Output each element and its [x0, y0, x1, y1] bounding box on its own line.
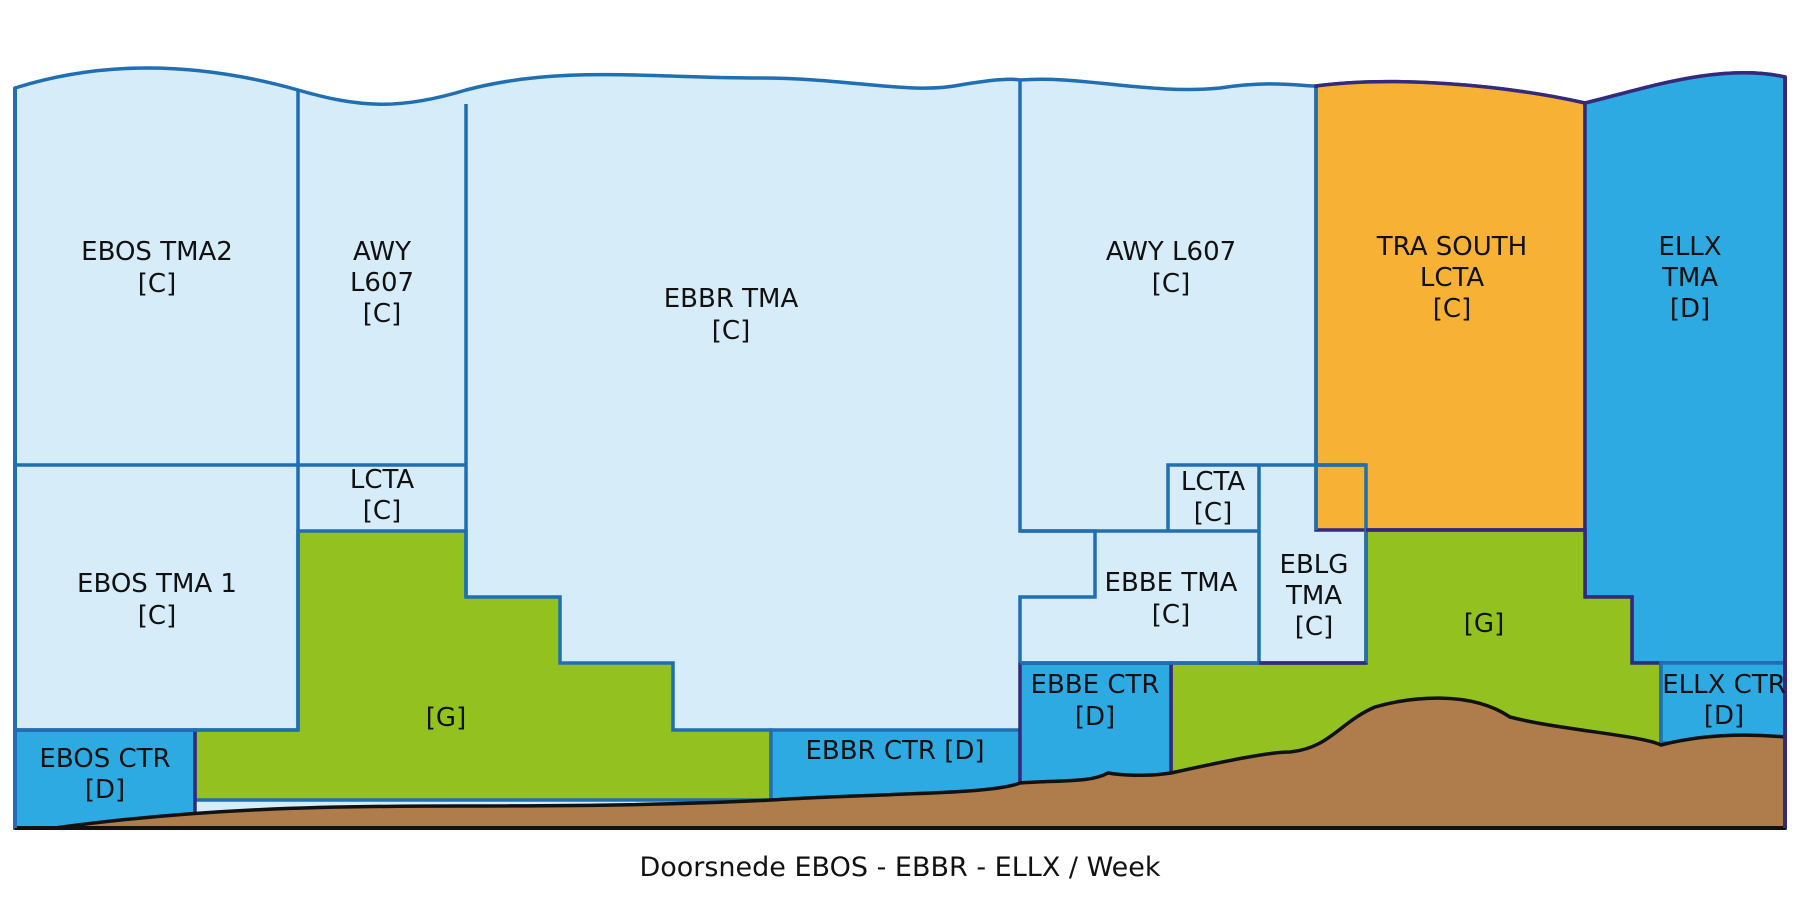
ellx-tma-zone — [1585, 73, 1785, 663]
tra-south-name2: LCTA — [1420, 263, 1485, 293]
ebbr-tma-name: EBBR TMA — [664, 284, 799, 314]
ellx-tma-class: [D] — [1670, 294, 1710, 324]
eblg-tma-name1: EBLG — [1280, 550, 1349, 580]
ebos-ctr-name: EBOS CTR — [39, 744, 170, 774]
ellx-tma-name2: TMA — [1661, 263, 1718, 293]
class-g-east-label: [G] — [1464, 609, 1504, 639]
ebbr-tma-class: [C] — [712, 316, 750, 346]
ebos-tma1-class: [C] — [138, 601, 176, 631]
ebbe-ctr-class: [D] — [1075, 702, 1115, 732]
ellx-ctr-class: [D] — [1704, 701, 1744, 731]
lcta-west-class: [C] — [363, 496, 401, 526]
lcta-east-class: [C] — [1194, 498, 1232, 528]
tra-south-class: [C] — [1433, 294, 1471, 324]
class-g-west-label: [G] — [426, 703, 466, 733]
ellx-ctr-name: ELLX CTR — [1662, 670, 1786, 700]
awy-l607-west-class: [C] — [363, 299, 401, 329]
lcta-west-name: LCTA — [350, 465, 415, 495]
ebos-tma2-class: [C] — [138, 269, 176, 299]
tra-south-name1: TRA SOUTH — [1376, 232, 1527, 262]
awy-l607-west-name2: L607 — [350, 268, 414, 298]
ellx-tma-name1: ELLX — [1658, 232, 1721, 262]
ebos-ctr-class: [D] — [85, 775, 125, 805]
ebos-tma2-name: EBOS TMA2 — [81, 237, 233, 267]
ebbe-tma-name: EBBE TMA — [1105, 568, 1238, 598]
awy-l607-east-name: AWY L607 — [1106, 237, 1236, 267]
awy-l607-west-name1: AWY — [353, 237, 411, 267]
ebos-tma1-name: EBOS TMA 1 — [77, 569, 237, 599]
awy-l607-east-class: [C] — [1152, 269, 1190, 299]
diagram-caption: Doorsnede EBOS - EBBR - ELLX / Week — [639, 852, 1160, 883]
lcta-east-name: LCTA — [1181, 467, 1246, 497]
eblg-tma-class: [C] — [1295, 612, 1333, 642]
ebbe-ctr-name: EBBE CTR — [1031, 670, 1160, 700]
ebbr-ctr-label: EBBR CTR [D] — [805, 736, 984, 766]
ebbe-tma-class: [C] — [1152, 600, 1190, 630]
eblg-tma-name2: TMA — [1285, 581, 1342, 611]
